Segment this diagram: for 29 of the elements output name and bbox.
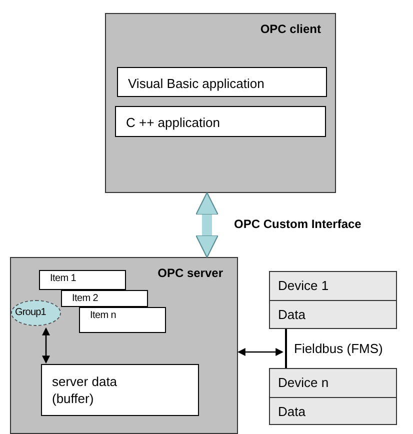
device-row: Data	[270, 300, 396, 328]
edge-label: OPC Custom Interface	[233, 217, 362, 231]
device-box	[269, 271, 397, 329]
server-panel	[10, 257, 238, 434]
panel-title: OPC server	[158, 266, 223, 280]
box-text: Visual Basic application	[128, 75, 266, 92]
device-row-text: Device 1	[277, 277, 330, 295]
box-text: C ++ application	[126, 114, 221, 131]
device-row-text: Device n	[277, 374, 330, 392]
device-box	[269, 368, 397, 425]
box-text: server data (buffer)	[52, 373, 118, 407]
application-box	[115, 106, 326, 137]
client-panel	[105, 13, 336, 193]
item-label: Item n	[90, 310, 116, 321]
arrow	[237, 348, 284, 356]
item-box	[79, 307, 166, 333]
bus-label: Fieldbus (FMS)	[294, 340, 383, 356]
buffer-box	[41, 364, 199, 416]
item-box	[61, 290, 148, 307]
interface-arrow	[195, 192, 219, 258]
device-row: Data	[270, 396, 396, 424]
application-box	[117, 67, 327, 97]
group-label: Group1	[15, 307, 46, 318]
item-box	[39, 270, 126, 290]
arrow	[42, 327, 50, 364]
item-label: Item 2	[72, 293, 98, 304]
item-label: Item 1	[50, 273, 76, 284]
panel-title: OPC client	[260, 22, 321, 36]
group-ellipse	[11, 300, 61, 326]
